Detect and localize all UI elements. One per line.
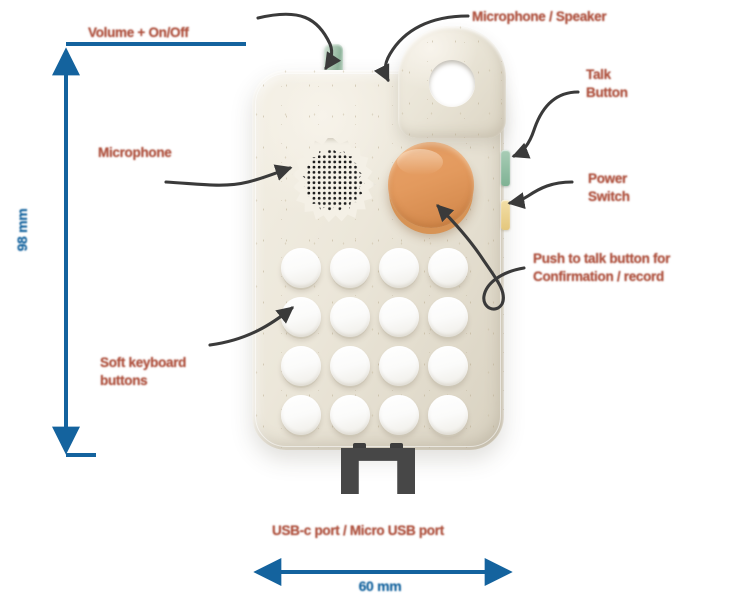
volume-on-off-callout-label: Volume + On/Off <box>88 25 189 40</box>
lanyard-lobe <box>398 26 506 138</box>
microphone-speaker-callout-label: Microphone / Speaker <box>472 9 607 24</box>
usb-tab-left <box>353 443 366 451</box>
device-illustration <box>252 26 510 494</box>
keypad-key[interactable] <box>428 248 468 288</box>
keypad-key[interactable] <box>330 346 370 386</box>
secondary-side-button[interactable] <box>501 200 510 230</box>
leader-talk-button <box>511 90 580 159</box>
microphone-callout-label: Microphone <box>98 145 172 160</box>
keypad-key[interactable] <box>330 248 370 288</box>
power-switch-callout-label: Power Switch <box>588 171 630 205</box>
talk-button-callout-label: Talk Button <box>586 67 628 101</box>
keypad-key[interactable] <box>379 248 419 288</box>
keypad-key[interactable] <box>281 297 321 337</box>
lanyard-hole <box>429 60 475 106</box>
usb-connector-body <box>341 448 415 494</box>
power-switch-side-button[interactable] <box>501 150 510 186</box>
keypad-key[interactable] <box>281 346 321 386</box>
keypad-key[interactable] <box>281 395 321 435</box>
usb-tab-right <box>390 443 403 451</box>
talk-button[interactable] <box>388 142 474 228</box>
usb-port-callout-label: USB-c port / Micro USB port <box>272 523 444 538</box>
keypad-key[interactable] <box>379 395 419 435</box>
keypad-key[interactable] <box>428 395 468 435</box>
keypad-key[interactable] <box>330 297 370 337</box>
keypad-key[interactable] <box>428 346 468 386</box>
soft-keyboard-keypad[interactable] <box>281 248 477 435</box>
leader-power-switch <box>507 180 574 210</box>
keypad-key[interactable] <box>330 395 370 435</box>
width-dimension-label: 60 mm <box>358 578 402 594</box>
height-dimension-label: 98 mm <box>14 208 30 252</box>
soft-keyboard-buttons-callout-label: Soft keyboard buttons <box>100 355 187 389</box>
push-to-talk-callout-label: Push to talk button for Confirmation / r… <box>533 251 671 285</box>
usb-connector <box>341 443 415 494</box>
leader-volume-onoff <box>256 12 342 71</box>
microphone-grille <box>290 138 376 224</box>
keypad-key[interactable] <box>281 248 321 288</box>
keypad-key[interactable] <box>428 297 468 337</box>
keypad-key[interactable] <box>379 297 419 337</box>
keypad-key[interactable] <box>379 346 419 386</box>
